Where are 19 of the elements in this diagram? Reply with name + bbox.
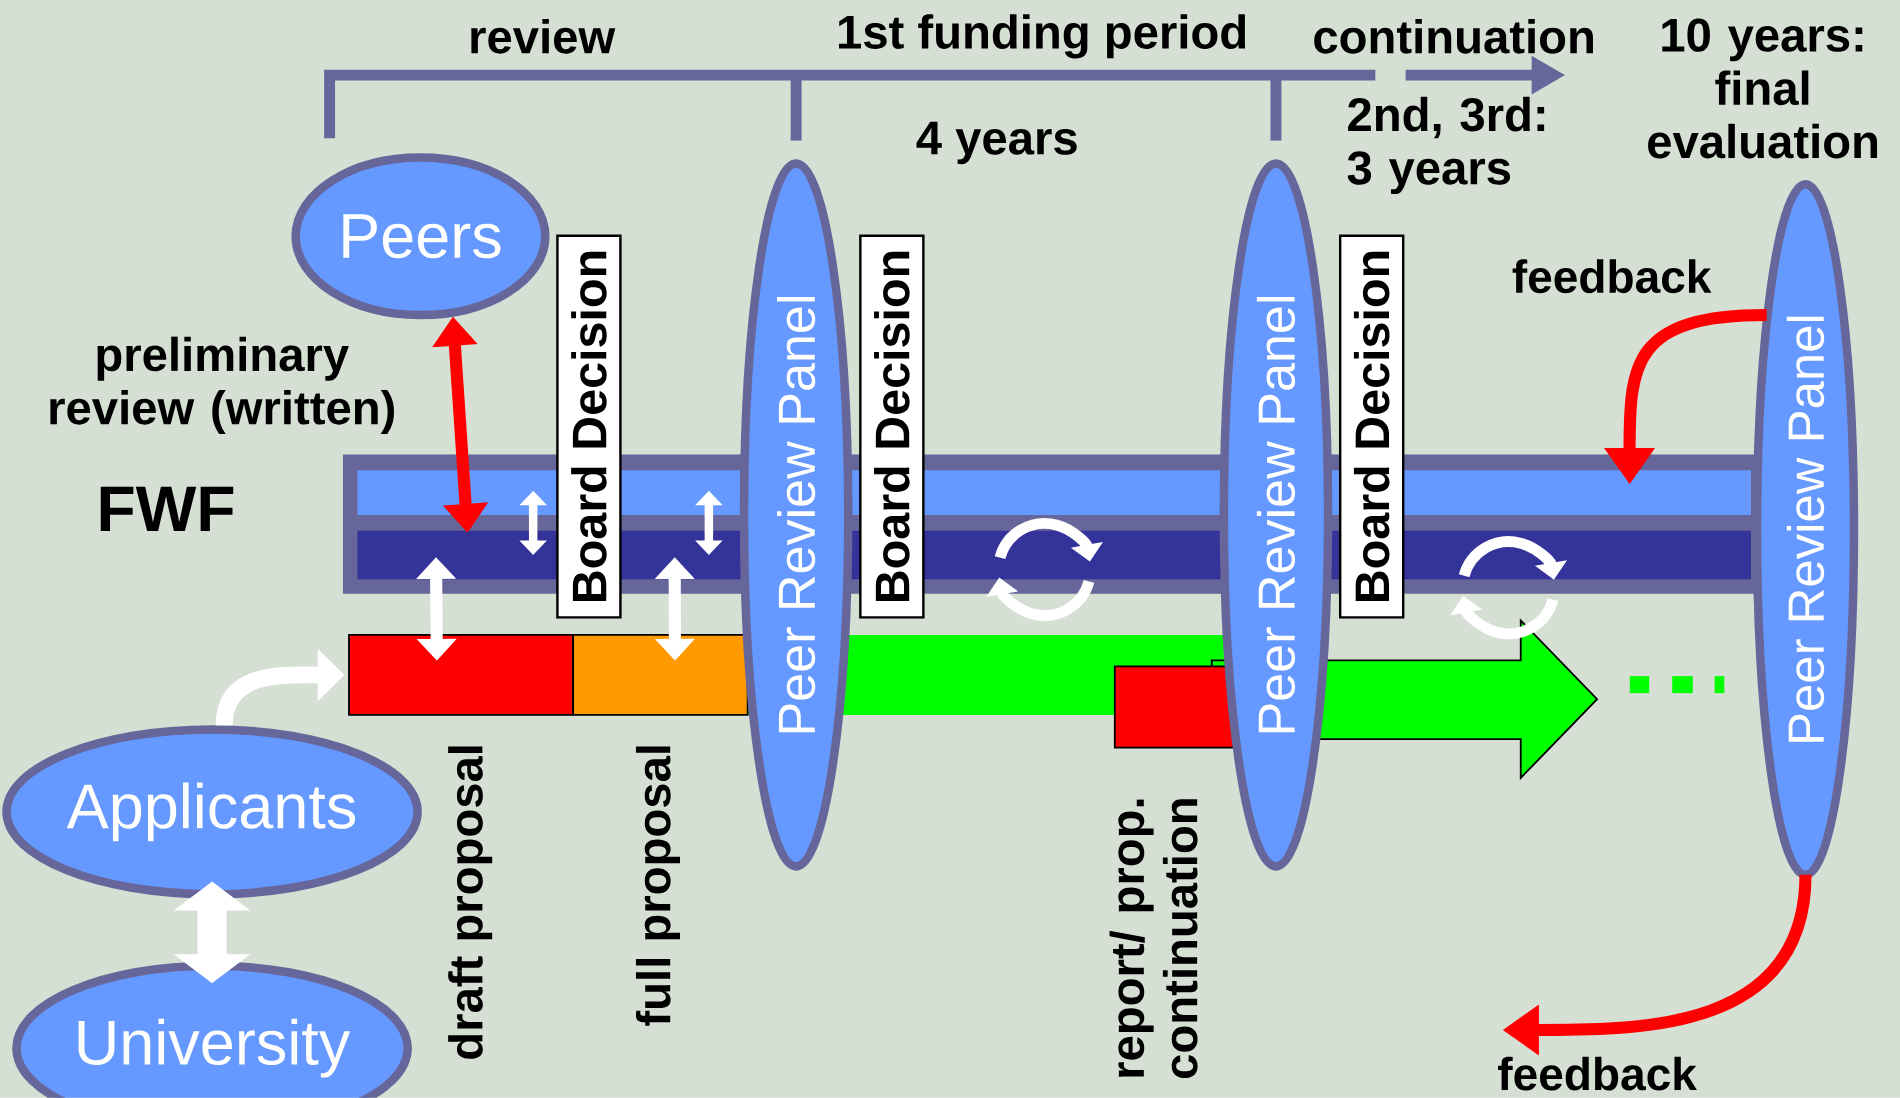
band-heading: FWF <box>100 486 234 532</box>
side-caption: draft proposal <box>448 746 493 1059</box>
text-label: report/ prop. continuation <box>1109 799 1198 1079</box>
decision-box: Board Decision <box>859 234 925 619</box>
text-label: review <box>471 19 616 54</box>
decision-box: Board Decision <box>556 234 622 619</box>
edge-label: feedback <box>1510 258 1713 295</box>
edge-label: feedback <box>1496 1055 1699 1092</box>
text-label: 1st funding period <box>839 14 1246 59</box>
side-caption: full proposal <box>635 746 680 1026</box>
text-label: continuation <box>1314 19 1593 54</box>
text-label: 2nd, 3rd: 3 years <box>1347 96 1545 195</box>
text-label: 4 years <box>916 121 1077 165</box>
ellipse-node: Applicants <box>2 725 422 899</box>
text-label: preliminary review (written) <box>50 336 394 435</box>
ellipse-node: Peers <box>291 153 550 320</box>
block <box>1113 665 1235 749</box>
ellipse-node: University <box>12 961 412 1098</box>
decision-box: Board Decision <box>1339 234 1405 619</box>
